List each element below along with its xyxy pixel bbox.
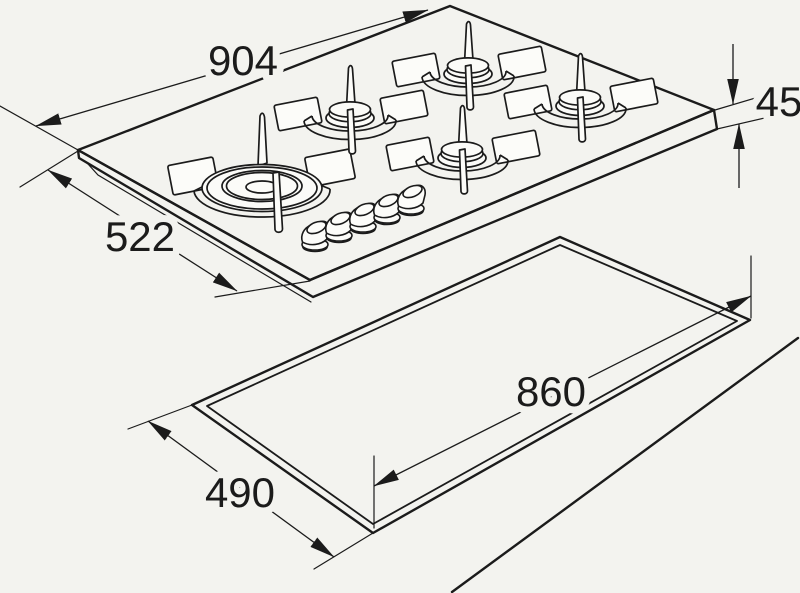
extension-line — [127, 404, 193, 430]
dimension-hob-thickness: 45 — [714, 44, 800, 188]
dimension-hob-width: 904 — [0, 9, 429, 151]
dim-line-860 — [373, 295, 752, 487]
leader-line-bottom — [716, 112, 787, 130]
dim-label-cutout-depth: 490 — [205, 469, 275, 516]
dimension-cutout-width: 860 — [373, 255, 752, 529]
leader-line-top — [714, 88, 787, 111]
extension-line — [19, 150, 79, 188]
dim-line-904 — [35, 9, 429, 127]
dim-label-cutout-width: 860 — [516, 368, 586, 415]
extension-line — [214, 280, 311, 298]
dimension-cutout-depth: 490 — [127, 404, 374, 570]
dim-label-hob-width: 904 — [208, 37, 278, 84]
dim-line-490 — [147, 420, 335, 558]
dimension-hob-depth: 522 — [19, 150, 311, 298]
dim-label-hob-depth: 522 — [105, 213, 175, 260]
dim-label-hob-thickness: 45 — [756, 78, 800, 125]
extension-line — [0, 105, 79, 151]
extension-line — [313, 532, 374, 570]
dim-line-522 — [47, 169, 238, 292]
